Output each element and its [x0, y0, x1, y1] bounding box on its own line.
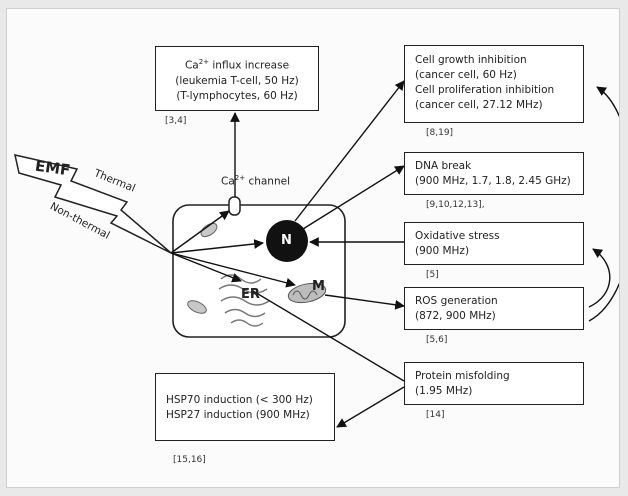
dna-break-ref: [9,10,12,13],: [426, 200, 485, 210]
dna-break-box: DNA break (900 MHz, 1.7, 1.8, 2.45 GHz): [404, 152, 584, 195]
arrow-to-calcium-channel: [170, 210, 230, 254]
arrow-to-mitochondrion: [170, 252, 296, 288]
cell-growth-box: Cell growth inhibition (cancer cell, 60 …: [404, 45, 584, 123]
oxidative-stress-ref: [5]: [426, 270, 439, 280]
ros-generation-box: ROS generation (872, 900 MHz): [404, 287, 584, 330]
arrow-protein-to-hsp: [336, 386, 405, 428]
oxidative-stress-box: Oxidative stress (900 MHz): [404, 222, 584, 265]
line-er-to-protein: [252, 290, 405, 382]
arrow-to-nucleus: [170, 239, 264, 254]
arrow-to-er: [170, 252, 242, 283]
nucleus: [266, 220, 308, 262]
diagram-frame: EMF Thermal Non-thermal Ca2+ channel N E…: [6, 8, 620, 488]
diagram-connectors: [14, 80, 619, 428]
mitochondrion-label: M: [312, 279, 325, 294]
small-organelle-2: [187, 300, 207, 314]
arrow-nucleus-to-growth: [294, 80, 405, 222]
arrow-nucleus-to-dna: [302, 165, 405, 230]
arrow-ros-to-oxidative: [588, 248, 611, 308]
arrow-ros-to-growth: [588, 86, 619, 322]
mitochondrion-shape: [287, 282, 327, 304]
ros-generation-ref: [5,6]: [426, 335, 448, 345]
cell-body: [172, 204, 346, 338]
calcium-ref: [3,4]: [165, 116, 187, 126]
emf-lightning-bolt: [14, 154, 172, 254]
nucleus-label: N: [281, 233, 292, 248]
hsp-induction-ref: [15,16]: [173, 455, 206, 465]
protein-misfolding-ref: [14]: [426, 410, 445, 420]
cell-growth-ref: [8,19]: [426, 128, 454, 138]
hsp-induction-box: HSP70 induction (< 300 Hz) HSP27 inducti…: [155, 373, 335, 441]
calcium-channel-label: Ca2+ channel: [221, 174, 290, 188]
calcium-influx-box: Ca2+ influx increase (leukemia T-cell, 5…: [155, 46, 319, 111]
er-label: ER: [241, 287, 260, 302]
calcium-channel: [228, 196, 241, 216]
small-organelle: [200, 222, 218, 238]
protein-misfolding-box: Protein misfolding (1.95 MHz): [404, 362, 584, 405]
arrow-mito-to-ros: [324, 294, 405, 310]
